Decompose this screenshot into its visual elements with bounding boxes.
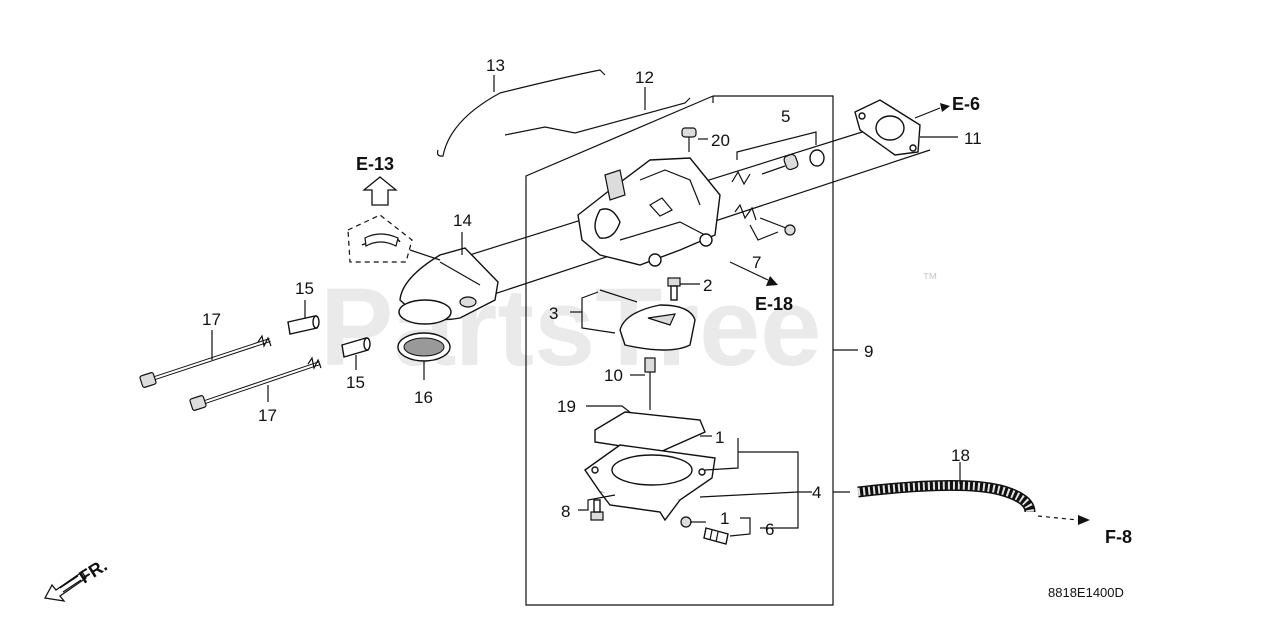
ref-e13[interactable]: E-13: [356, 154, 394, 174]
pilot-screw-icon: [731, 149, 825, 186]
choke-rod: [436, 69, 606, 157]
filter-screen-icon: [397, 332, 451, 362]
bracket-4: [738, 451, 812, 493]
bracket-6: [760, 492, 799, 529]
part-number-9[interactable]: 9: [864, 342, 873, 361]
leader-8: [578, 494, 616, 511]
part-number-2[interactable]: 2: [703, 276, 712, 295]
gasket-11-icon: [854, 99, 921, 156]
ref-f8[interactable]: F-8: [1105, 527, 1132, 547]
intake-elbow-icon: [398, 247, 499, 325]
leader-4: [699, 491, 799, 498]
bracket-1-4: [704, 438, 739, 471]
part-number-1-lower[interactable]: 1: [720, 509, 729, 528]
drain-bolt-icon: [680, 516, 729, 545]
part-number-16[interactable]: 16: [414, 388, 433, 407]
part-number-15-upper[interactable]: 15: [295, 279, 314, 298]
arrow-f8-head: [1078, 515, 1090, 525]
collar-15-lower-icon: [341, 337, 371, 358]
arrow-e6-head: [940, 103, 950, 112]
drain-screw-icon: [590, 499, 604, 521]
part-number-1-upper[interactable]: 1: [715, 428, 724, 447]
carburetor-body-icon: [577, 157, 721, 267]
part-number-19[interactable]: 19: [557, 397, 576, 416]
part-number-10[interactable]: 10: [604, 366, 623, 385]
front-arrow-hatch: [59, 575, 82, 593]
part-number-15-lower[interactable]: 15: [346, 373, 365, 392]
part-number-11[interactable]: 11: [964, 129, 982, 148]
part-number-17-lower[interactable]: 17: [258, 406, 277, 425]
fuel-hose-icon: [857, 479, 1036, 513]
bolt-17-upper-icon: [139, 334, 272, 388]
part-number-4[interactable]: 4: [812, 483, 821, 502]
screw-2-icon: [667, 277, 681, 301]
throttle-stop-screw-icon: [734, 203, 796, 236]
bolt-17-lower-icon: [189, 356, 322, 411]
arrow-up-e13-icon: [362, 176, 398, 206]
part-number-5[interactable]: 5: [781, 107, 790, 126]
float-chamber-gasket-icon: [594, 411, 706, 453]
part-number-14[interactable]: 14: [453, 211, 472, 230]
part-number-20[interactable]: 20: [711, 131, 730, 150]
arrow-e18-head: [766, 276, 778, 286]
leader-3: [581, 291, 616, 334]
arrow-f8-line: [1037, 515, 1079, 521]
arrow-e18-line: [729, 261, 769, 281]
part-number-17-upper[interactable]: 17: [202, 310, 221, 329]
part-number-12[interactable]: 12: [635, 68, 654, 87]
front-direction-arrow-icon: [43, 571, 87, 602]
float-icon: [599, 289, 696, 351]
leader-5: [736, 131, 817, 160]
leader-6: [729, 517, 751, 537]
collar-15-upper-icon: [287, 315, 320, 335]
watermark: PartsTree: [320, 266, 821, 389]
float-chamber-icon: [584, 444, 716, 522]
part-number-6[interactable]: 6: [765, 520, 774, 539]
front-direction-label: FR.: [76, 555, 111, 587]
ref-e18[interactable]: E-18: [755, 294, 793, 314]
assembly-boundary: [525, 95, 834, 606]
breather-hose-icon: [364, 233, 399, 247]
leader-7: [749, 224, 779, 241]
diagram-code: 8818E1400D: [1048, 585, 1124, 600]
float-valve-icon: [644, 357, 656, 410]
part-number-18[interactable]: 18: [951, 446, 970, 465]
throttle-rod: [504, 97, 691, 136]
ref-e6[interactable]: E-6: [952, 94, 980, 114]
part-number-7[interactable]: 7: [752, 253, 761, 272]
screw-20-icon: [681, 127, 697, 138]
leader-hose: [409, 249, 441, 261]
breather-hose-outline: [347, 214, 413, 263]
part-number-8[interactable]: 8: [561, 502, 570, 521]
part-number-3[interactable]: 3: [549, 304, 558, 323]
watermark-trademark: ™: [922, 271, 938, 288]
part-number-13[interactable]: 13: [486, 56, 505, 75]
arrow-e6-line: [914, 107, 941, 119]
